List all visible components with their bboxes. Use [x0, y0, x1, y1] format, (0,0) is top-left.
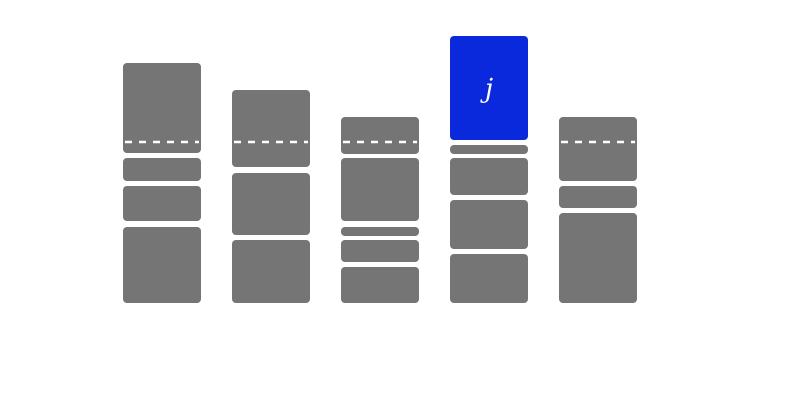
block [341, 117, 419, 154]
block [341, 227, 419, 236]
block [123, 186, 201, 221]
block [559, 186, 637, 208]
highlighted-block [450, 36, 528, 140]
block [232, 90, 310, 167]
block [232, 173, 310, 235]
block [232, 240, 310, 303]
block [450, 200, 528, 249]
column-2 [232, 90, 310, 303]
block [341, 267, 419, 303]
column-5 [559, 117, 637, 303]
block [559, 213, 637, 303]
column-4: j [450, 36, 528, 303]
block [450, 254, 528, 303]
column-3 [341, 117, 419, 303]
block [123, 158, 201, 181]
block [341, 158, 419, 221]
block [450, 158, 528, 195]
block [341, 240, 419, 262]
block [450, 145, 528, 154]
column-1 [123, 63, 201, 303]
block [559, 117, 637, 181]
block [123, 227, 201, 303]
columns: j [123, 36, 637, 303]
block [123, 63, 201, 153]
